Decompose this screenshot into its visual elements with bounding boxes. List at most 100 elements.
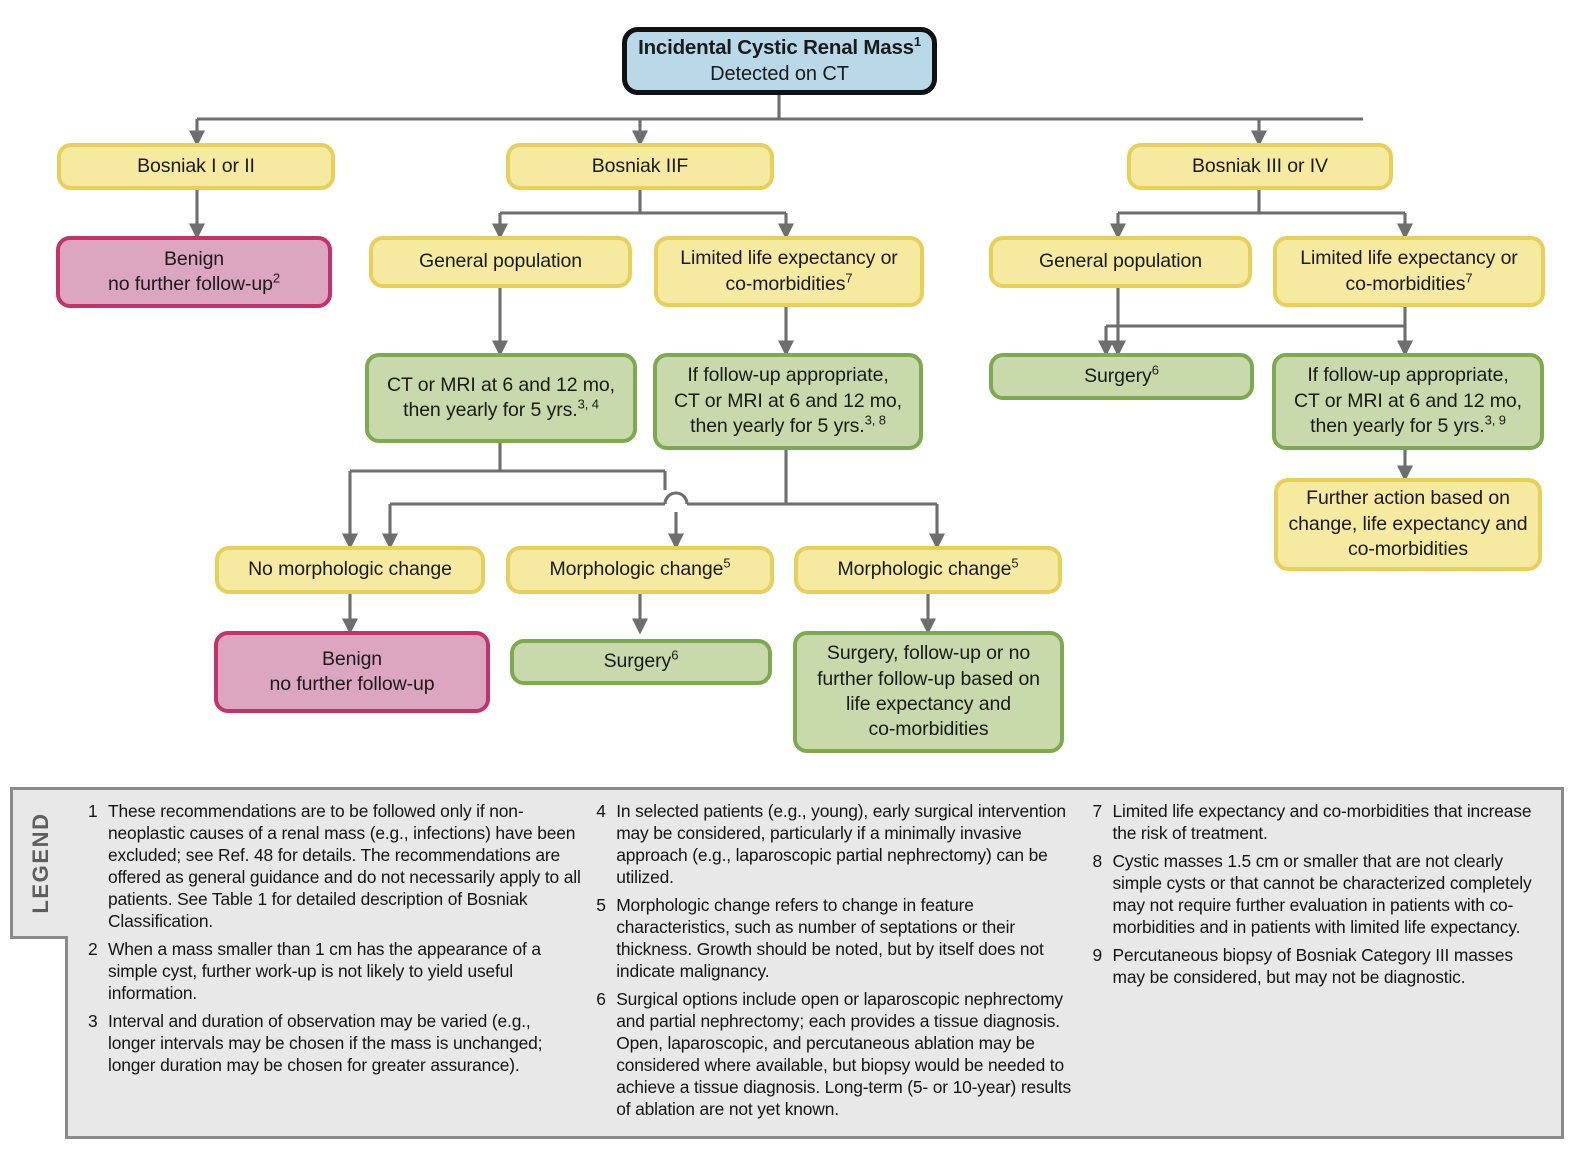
surgery-or-fu-line2: further follow-up based on xyxy=(817,667,1040,690)
iif-fu-general-line2: then yearly for 5 yrs. xyxy=(403,399,578,421)
node-bosniak-3-or-4[interactable]: Bosniak III or IV xyxy=(1127,143,1393,190)
node-morphologic-change-right[interactable]: Morphologic change5 xyxy=(794,546,1062,594)
node-iii-followup-limited[interactable]: If follow-up appropriate, CT or MRI at 6… xyxy=(1272,353,1544,450)
legend-note-text: Cystic masses 1.5 cm or smaller that are… xyxy=(1112,851,1532,938)
legend-note-text: When a mass smaller than 1 cm has the ap… xyxy=(108,939,541,1004)
surgery-mid-superscript: 6 xyxy=(671,647,679,663)
iif-fu-general-superscript: 3, 4 xyxy=(577,396,599,412)
legend-note-number: 2 xyxy=(88,939,98,960)
surgery-right-label: Surgery xyxy=(1084,364,1152,387)
iif-fu-general-line1: CT or MRI at 6 and 12 mo, xyxy=(387,373,615,396)
further-action-line3: co-morbidities xyxy=(1348,538,1468,561)
surgery-or-fu-line3: life expectancy and xyxy=(845,693,1012,715)
legend-column-1: 1 These recommendations are to be followe… xyxy=(80,800,596,1128)
legend-note-text: Morphologic change refers to change in f… xyxy=(616,895,1044,982)
surgery-right-superscript: 6 xyxy=(1151,362,1159,378)
legend-tab-label: LEGEND xyxy=(27,812,53,914)
legend-note: 5 Morphologic change refers to change in … xyxy=(596,894,1074,982)
change-right-superscript: 5 xyxy=(1011,555,1019,571)
legend-body: 1 These recommendations are to be followe… xyxy=(65,787,1564,1139)
iii-limited-superscript: 7 xyxy=(1465,270,1473,285)
iif-fu-limited-superscript: 3, 8 xyxy=(864,412,886,428)
node-surgery-right[interactable]: Surgery6 xyxy=(989,353,1254,400)
legend-note: 2 When a mass smaller than 1 cm has the a… xyxy=(88,938,582,1004)
legend-note-number: 7 xyxy=(1092,801,1103,821)
iii-fu-limited-line2: CT or MRI at 6 and 12 mo, xyxy=(1294,389,1522,412)
surgery-or-fu-line1: Surgery, follow-up or no xyxy=(826,642,1031,665)
legend-note: 9 Percutaneous biopsy of Bosniak Category… xyxy=(1093,944,1549,988)
legend-note-number: 9 xyxy=(1092,945,1103,966)
node-benign-no-further-followup-bottom[interactable]: Benign no further follow-up xyxy=(214,631,490,713)
iii-general-label: General population xyxy=(1039,250,1202,273)
node-iif-followup-general[interactable]: CT or MRI at 6 and 12 mo, then yearly fo… xyxy=(365,353,637,443)
iii-limited-line2: co-morbidities xyxy=(1345,272,1466,295)
iii-fu-limited-line1: If follow-up appropriate, xyxy=(1307,364,1509,387)
benign-bottom-line2: no further follow-up xyxy=(269,673,435,695)
no-change-label: No morphologic change xyxy=(248,558,452,581)
change-mid-superscript: 5 xyxy=(723,555,731,571)
legend-note: 3 Interval and duration of observation ma… xyxy=(88,1010,582,1076)
node-incidental-cystic-renal-mass[interactable]: Incidental Cystic Renal Mass1 Detected o… xyxy=(622,27,937,95)
benign-top-line1: Benign xyxy=(163,247,225,270)
surgery-or-fu-line4: co-morbidities xyxy=(868,718,989,741)
legend-note: 6 Surgical options include open or laparo… xyxy=(596,988,1074,1120)
benign-top-superscript: 2 xyxy=(272,270,281,286)
node-benign-no-further-followup-top[interactable]: Benign no further follow-up2 xyxy=(56,236,332,308)
bosniak-1-2-label: Bosniak I or II xyxy=(137,154,255,177)
node-iif-limited-life-expectancy[interactable]: Limited life expectancy or co-morbiditie… xyxy=(654,236,924,307)
legend-note-text: These recommendations are to be followed… xyxy=(108,801,581,932)
legend-column-3: 7 Limited life expectancy and co-morbidit… xyxy=(1093,800,1549,1128)
node-further-action[interactable]: Further action based on change, life exp… xyxy=(1274,478,1542,571)
iif-fu-limited-line3: then yearly for 5 yrs. xyxy=(690,415,865,438)
legend-note: 8 Cystic masses 1.5 cm or smaller that ar… xyxy=(1093,850,1549,938)
surgery-mid-label: Surgery xyxy=(603,650,672,673)
legend-tab: LEGEND xyxy=(10,787,68,939)
node-surgery-or-followup[interactable]: Surgery, follow-up or no further follow-… xyxy=(793,631,1064,753)
legend-note-number: 4 xyxy=(596,801,606,821)
iii-fu-limited-superscript: 3, 9 xyxy=(1484,412,1506,428)
node-bosniak-1-or-2[interactable]: Bosniak I or II xyxy=(57,143,335,190)
node-surgery-mid[interactable]: Surgery6 xyxy=(510,639,772,685)
legend-note: 4 In selected patients (e.g., young), ear… xyxy=(596,800,1074,888)
root-superscript: 1 xyxy=(913,33,921,49)
legend-note-number: 6 xyxy=(596,989,606,1010)
node-iif-followup-limited[interactable]: If follow-up appropriate, CT or MRI at 6… xyxy=(653,353,923,450)
iif-fu-limited-line2: CT or MRI at 6 and 12 mo, xyxy=(674,389,902,412)
change-mid-label: Morphologic change xyxy=(549,558,724,581)
legend-note-number: 3 xyxy=(88,1011,98,1032)
legend-note-text: Interval and duration of observation may… xyxy=(108,1011,543,1076)
node-morphologic-change-mid[interactable]: Morphologic change5 xyxy=(506,546,774,594)
benign-top-line2: no further follow-up xyxy=(107,273,273,295)
legend-note-text: Limited life expectancy and co-morbiditi… xyxy=(1112,801,1532,844)
node-iii-limited-life-expectancy[interactable]: Limited life expectancy or co-morbiditie… xyxy=(1273,236,1545,307)
iif-limited-line2: co-morbidities xyxy=(725,272,846,295)
node-iii-general-population[interactable]: General population xyxy=(989,236,1252,288)
node-no-morphologic-change[interactable]: No morphologic change xyxy=(215,546,485,594)
iii-limited-line1: Limited life expectancy or xyxy=(1300,247,1518,270)
benign-bottom-line1: Benign xyxy=(321,647,383,670)
legend-note-number: 5 xyxy=(596,895,606,916)
legend-note-text: In selected patients (e.g., young), earl… xyxy=(616,801,1066,888)
root-line1: Incidental Cystic Renal Mass xyxy=(638,35,914,59)
legend-note-number: 1 xyxy=(88,801,98,821)
bosniak-iif-label: Bosniak IIF xyxy=(591,154,689,177)
bosniak-3-4-label: Bosniak III or IV xyxy=(1192,154,1328,177)
iif-limited-line1: Limited life expectancy or xyxy=(680,247,898,270)
change-right-label: Morphologic change xyxy=(837,558,1012,581)
legend-note-number: 8 xyxy=(1092,851,1103,872)
further-action-line2: change, life expectancy and xyxy=(1288,512,1528,535)
iif-general-label: General population xyxy=(419,250,582,273)
node-bosniak-iif[interactable]: Bosniak IIF xyxy=(506,143,774,190)
iif-fu-limited-line1: If follow-up appropriate, xyxy=(687,364,889,387)
legend-note-text: Surgical options include open or laparos… xyxy=(616,989,1072,1120)
legend: 1 These recommendations are to be followe… xyxy=(10,787,1564,1139)
root-line2: Detected on CT xyxy=(710,63,849,86)
legend-note: 1 These recommendations are to be followe… xyxy=(88,800,582,932)
legend-note: 7 Limited life expectancy and co-morbidit… xyxy=(1093,800,1549,844)
further-action-line1: Further action based on xyxy=(1306,487,1510,510)
node-iif-general-population[interactable]: General population xyxy=(369,236,632,288)
legend-note-text: Percutaneous biopsy of Bosniak Category … xyxy=(1112,945,1514,988)
iif-limited-superscript: 7 xyxy=(845,270,853,285)
